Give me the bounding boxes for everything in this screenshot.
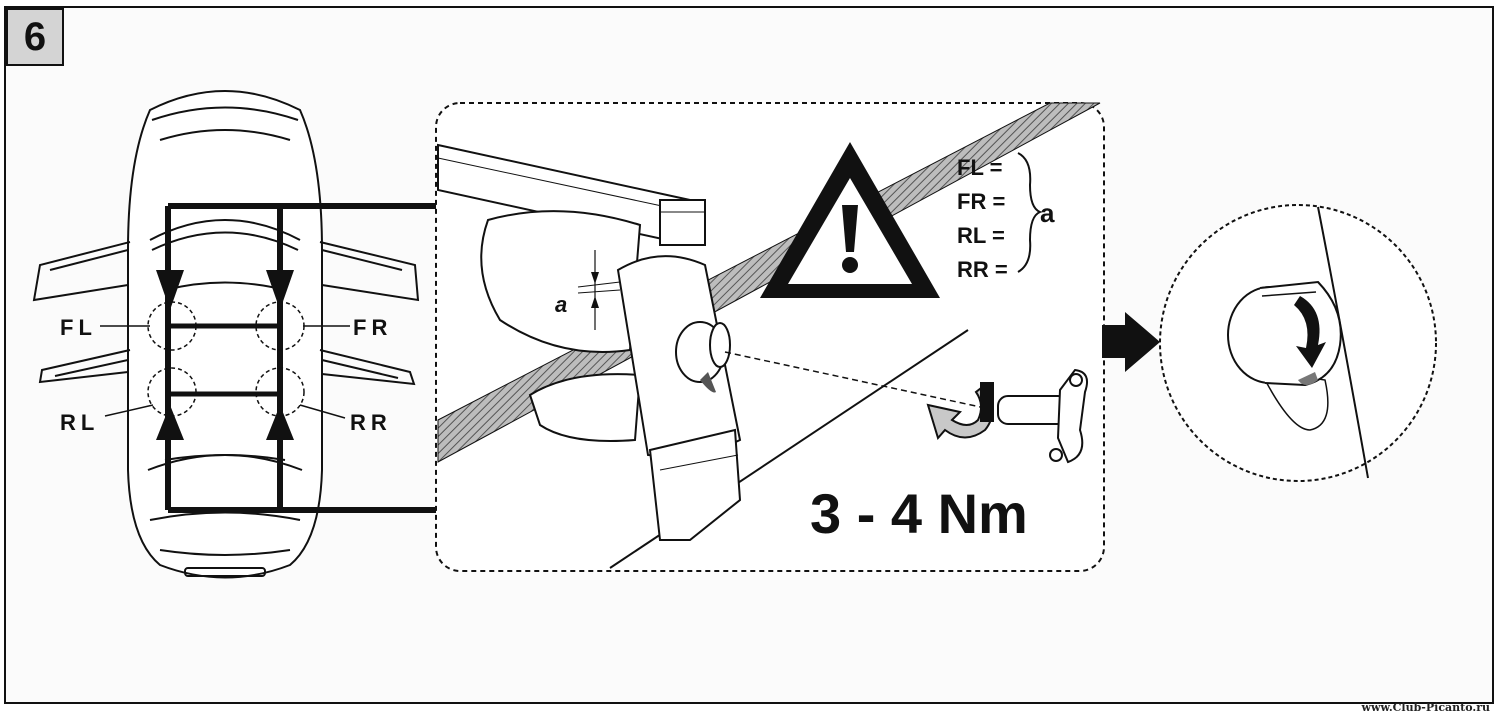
torque-key-icon	[997, 368, 1088, 464]
equation-value: a	[1040, 198, 1055, 228]
pointer-arrow-icon	[1102, 312, 1160, 372]
equation-block: FL = FR = RL = RR = a	[957, 152, 1055, 282]
equation-row-rl: RL =	[957, 223, 1005, 248]
torque-value: 3 - 4 Nm	[810, 482, 1028, 545]
step-number: 6	[6, 8, 64, 66]
arrow-fl-icon	[156, 270, 184, 310]
insertion-path	[724, 351, 986, 409]
arrow-rr-icon	[266, 405, 294, 440]
foot-position-circles	[147, 301, 305, 417]
brace-icon	[1017, 152, 1043, 273]
label-rr: RR	[350, 410, 392, 435]
rack-outline-lines	[165, 203, 436, 513]
label-fr: FR	[353, 315, 392, 340]
detail-circle	[1159, 204, 1437, 482]
watermark: www.Club-Picanto.ru	[1361, 701, 1490, 714]
car-top-view-icon	[32, 90, 420, 579]
equation-row-fr: FR =	[957, 189, 1005, 214]
arrow-fr-icon	[266, 270, 294, 310]
circle-rr	[255, 367, 305, 417]
label-leaders	[100, 325, 350, 419]
gap-label: a	[555, 292, 567, 317]
warning-triangle-icon	[760, 142, 940, 298]
foot-arrows	[156, 270, 294, 440]
circle-rl	[147, 367, 197, 417]
label-rl: RL	[60, 410, 99, 435]
rotate-arrow-icon	[926, 382, 994, 441]
circle-fl	[147, 301, 197, 351]
equation-row-rr: RR =	[957, 257, 1008, 282]
label-fl: FL	[60, 315, 97, 340]
arrow-rl-icon	[156, 405, 184, 440]
equation-row-fl: FL =	[957, 155, 1002, 180]
